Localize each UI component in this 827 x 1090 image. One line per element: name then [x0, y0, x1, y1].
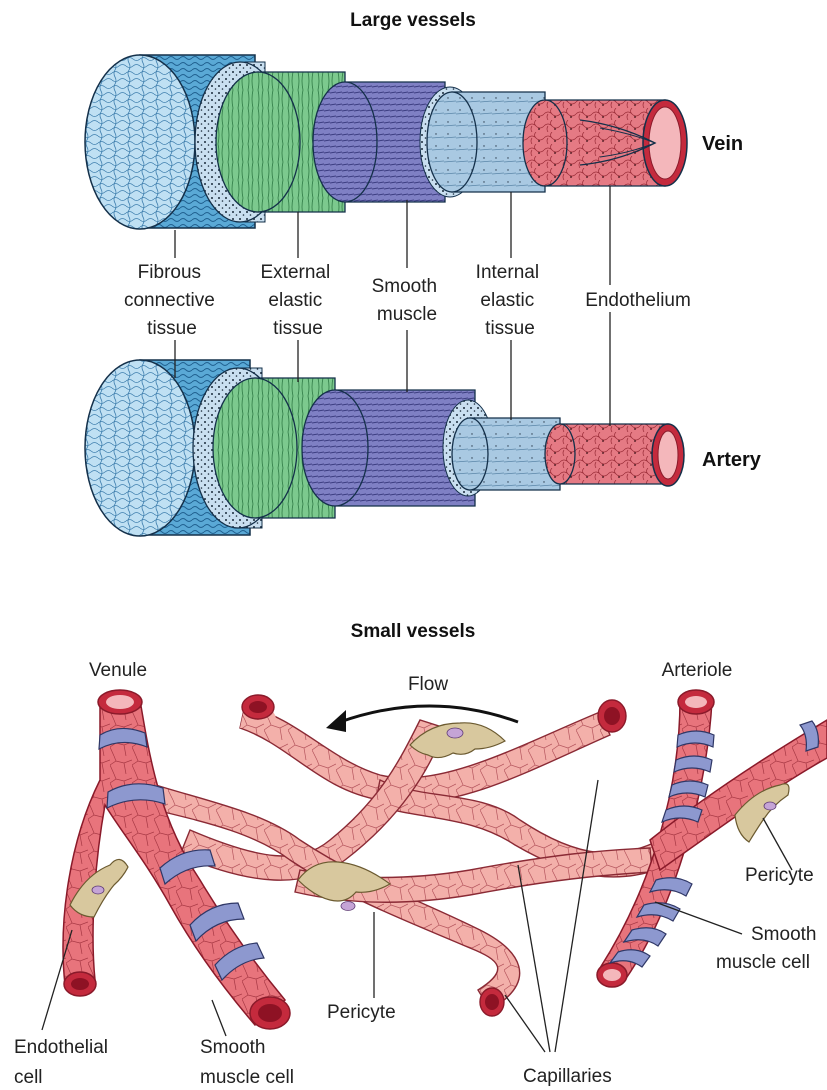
arteriole-label: Arteriole [662, 660, 733, 681]
vein-fibrous-face [85, 55, 195, 229]
venule-label: Venule [89, 660, 147, 681]
small-vessels-title: Small vessels [351, 621, 476, 642]
artery-label: Artery [702, 449, 762, 471]
large-vessels-title: Large vessels [350, 10, 476, 31]
vein-label: Vein [702, 133, 743, 155]
label-smooth-muscle: Smooth muscle [372, 276, 443, 325]
label-external-elastic-tissue: External elastic tissue [261, 262, 336, 339]
flow-label: Flow [408, 674, 448, 695]
label-pericyte-right: Pericyte [745, 865, 814, 886]
label-internal-elastic-tissue: Internal elastic tissue [476, 262, 545, 339]
label-smooth-muscle-cell-right: Smooth muscle cell [716, 924, 822, 973]
label-smooth-muscle-cell-left: Smooth muscle cell [200, 1037, 294, 1088]
label-pericyte-center: Pericyte [327, 1002, 396, 1023]
artery-illustration [85, 360, 684, 536]
label-endothelial-cell: Endothelial cell [14, 1037, 113, 1088]
label-capillaries: Capillaries [523, 1066, 612, 1087]
artery-fibrous-face [85, 360, 195, 536]
label-endothelium: Endothelium [585, 290, 691, 311]
label-fibrous-connective-tissue: Fibrous connective tissue [124, 262, 220, 339]
vein-illustration [85, 55, 687, 229]
